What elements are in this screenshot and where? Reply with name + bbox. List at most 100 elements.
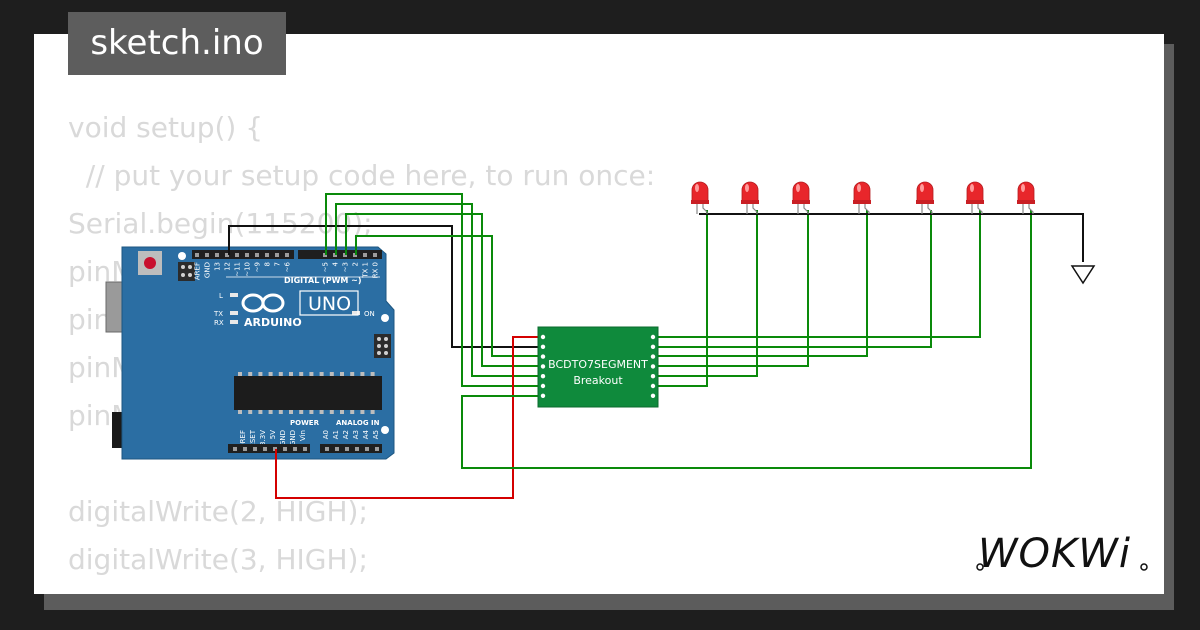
breakout-pin[interactable] [650,383,656,389]
header-pin[interactable] [235,253,239,257]
header-pin[interactable] [195,253,199,257]
wire-seg-a [657,210,981,338]
header-pin[interactable] [233,447,237,451]
bcd-to-7segment-breakout[interactable]: BCDTO7SEGMENT Breakout [537,326,659,408]
digital-pin-label: 2 [352,262,360,266]
header-pin[interactable] [215,253,219,257]
power-pin-label: 5V [269,430,277,439]
analog-header [320,444,382,453]
wire-seg-c [657,210,868,357]
chip-pin [299,372,304,376]
header-pin[interactable] [335,447,339,451]
header-pin[interactable] [345,447,349,451]
chip-pin [360,372,365,376]
chip-pin [299,410,304,414]
analog-pin-label: A0 [322,430,330,439]
wokwi-logo: WOKWi [976,531,1148,577]
code-line: digitalWrite(4, HIGH); [68,584,655,594]
icsp-header-2 [374,334,391,358]
digital-pin-label: 8 [264,262,272,266]
chip-pin [248,410,253,414]
chip-pin [319,410,324,414]
header-pin[interactable] [373,253,377,257]
chip-pin [289,410,293,414]
header-pin[interactable] [325,447,329,451]
header-pin[interactable] [375,447,379,451]
chip-pin [309,410,314,414]
header-pin[interactable] [245,253,249,257]
chip-pin [309,372,314,376]
header-pin[interactable] [253,447,257,451]
wires [228,193,1084,499]
header-pin[interactable] [255,253,259,257]
red-led[interactable] [741,181,759,214]
digital-pin-label: ~6 [284,261,292,272]
red-led[interactable] [691,181,709,214]
digital-pin-label: ~3 [342,262,350,272]
breakout-pin[interactable] [540,393,546,398]
wire-led-ground [699,213,1084,262]
red-led[interactable] [966,181,984,214]
breakout-pin[interactable] [540,364,546,369]
chip-pins [238,372,375,414]
chip-pin [360,410,365,414]
file-name-tab[interactable]: sketch.ino [68,12,286,75]
breakout-pin[interactable] [540,344,546,349]
rx-led [230,320,238,324]
header-pin[interactable] [303,447,307,451]
arduino-infinity-icon [241,293,285,313]
logo-dot [976,563,984,571]
red-led[interactable] [1017,181,1035,214]
chip-pin [258,410,263,414]
wire-seg-e [657,210,758,377]
breakout-pin[interactable] [540,374,546,379]
power-label: POWER [290,419,320,427]
wire-seg-b [657,210,932,348]
red-led[interactable] [916,181,934,214]
chip-pin [268,410,273,414]
l-label: L [219,292,223,300]
chip-pin [319,372,324,376]
header-pin[interactable] [293,447,297,451]
breakout-title: BCDTO7SEGMENT [548,358,648,371]
header-pin[interactable] [205,253,209,257]
header-pin[interactable] [263,447,267,451]
breakout-pin[interactable] [650,364,656,369]
code-line: // put your setup code here, to run once… [68,159,656,192]
chip-pin [238,410,242,414]
header-pin[interactable] [285,253,289,257]
breakout-pin[interactable] [650,393,656,398]
breakout-pin[interactable] [650,344,656,349]
red-led[interactable] [853,181,871,214]
header-pin[interactable] [265,253,269,257]
header-pin[interactable] [283,447,287,451]
power-pin-label: 3.3V [259,430,267,446]
breakout-pin[interactable] [540,334,546,340]
chip-pin [238,372,242,376]
breakout-pin[interactable] [650,354,656,359]
breakout-pin[interactable] [650,334,656,340]
ground-icon[interactable] [1070,265,1096,285]
chip-pin [289,372,293,376]
chip-pin [370,410,375,414]
digital-pin-label: GND [204,262,212,278]
header-pin[interactable] [363,253,367,257]
code-line: digitalWrite(2, HIGH); [68,495,368,528]
header-pin[interactable] [243,447,247,451]
red-led[interactable] [792,181,810,214]
header-pin[interactable] [275,253,279,257]
breakout-pin[interactable] [540,383,546,389]
breakout-pin[interactable] [650,374,656,379]
breakout-pin[interactable] [540,354,546,359]
header-pin[interactable] [355,447,359,451]
header-pin[interactable] [365,447,369,451]
power-header [228,444,310,453]
l-led [230,293,238,297]
code-line: digitalWrite(3, HIGH); [68,543,368,576]
breakout-subtitle: Breakout [573,374,623,387]
chip-pin [268,372,273,376]
header-pin[interactable] [225,253,229,257]
on-led [352,311,360,315]
